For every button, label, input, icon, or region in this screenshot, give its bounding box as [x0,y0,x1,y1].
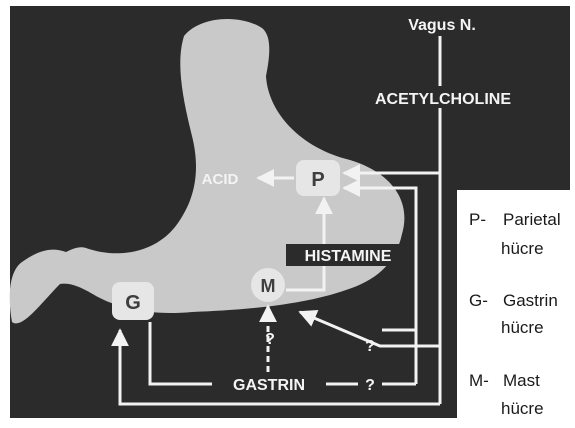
legend-m-name: Mast [503,371,540,390]
question-mark-3: ? [365,377,375,394]
acid-label: ACID [202,171,239,188]
legend-g-word: hücre [501,318,544,337]
legend-m-word: hücre [501,399,544,418]
acetylcholine-label: ACETYLCHOLINE [375,91,511,108]
legend-p-word: hücre [501,239,544,258]
legend-p-name: Parietal [503,210,561,229]
histamine-label: HISTAMINE [305,248,392,265]
legend-g-name: Gastrin [503,291,558,310]
question-mark-2: ? [265,331,275,348]
gastrin-label: GASTRIN [233,377,305,394]
mast-cell-label: M [261,276,276,296]
parietal-cell-label: P [311,169,324,191]
question-mark-1: ? [365,338,375,355]
legend-m-code: M- [469,371,489,390]
legend-p-code: P- [469,210,486,229]
gastrin-cell-label: G [125,292,141,314]
vagus-nerve-label: Vagus N. [408,17,476,34]
legend-g-code: G- [469,291,488,310]
